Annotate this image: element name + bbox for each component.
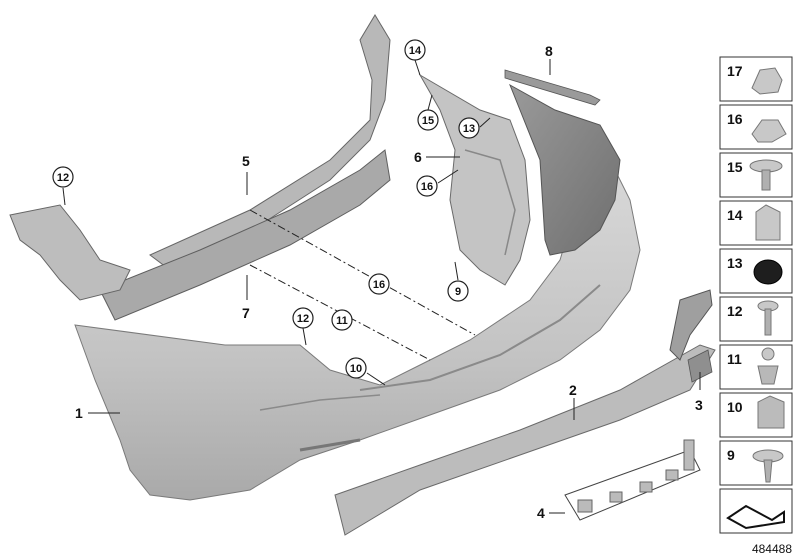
- svg-text:10: 10: [350, 363, 362, 375]
- bumper-cover-part: [74, 159, 641, 501]
- svg-text:13: 13: [463, 123, 475, 135]
- callout-9: 9: [447, 280, 469, 302]
- callout-12-center: 12: [292, 307, 314, 329]
- legend-item-14: 14: [719, 200, 793, 246]
- svg-text:15: 15: [422, 115, 434, 127]
- callout-8: 8: [545, 43, 553, 59]
- left-corner-bracket: [9, 204, 131, 301]
- callout-6: 6: [414, 149, 422, 165]
- svg-text:14: 14: [409, 45, 422, 57]
- rubber-buffer-icon: [753, 259, 783, 285]
- svg-text:14: 14: [727, 207, 743, 223]
- spring-nut-icon: [757, 395, 785, 429]
- svg-text:13: 13: [727, 255, 743, 271]
- callout-12-left: 12: [52, 166, 74, 188]
- side-trim-part: [669, 289, 713, 383]
- callout-3: 3: [695, 397, 703, 413]
- legend-item-assembly: [719, 488, 793, 534]
- svg-text:12: 12: [727, 303, 743, 319]
- assembly-arrow-icon: [726, 504, 785, 530]
- legend-item-9: 9: [719, 440, 793, 486]
- lower-carrier-part: [99, 149, 391, 321]
- callout-16-bracket: 16: [416, 175, 438, 197]
- callout-16-line: 16: [368, 273, 390, 295]
- legend-item-11: 11: [719, 344, 793, 390]
- callout-15: 15: [417, 109, 439, 131]
- inner-trim-panel: [504, 69, 621, 256]
- callout-4: 4: [537, 505, 545, 521]
- legend-item-17: 17: [719, 56, 793, 102]
- small-brackets-group: [564, 439, 701, 521]
- legend-item-16: 16: [719, 104, 793, 150]
- svg-text:9: 9: [455, 286, 461, 298]
- callout-1: 1: [75, 405, 83, 421]
- fastener-legend: 17 16 15 14 13 12: [719, 56, 793, 534]
- clip-icon: [751, 67, 783, 95]
- callout-2: 2: [569, 382, 577, 398]
- callout-13: 13: [458, 117, 480, 139]
- legend-item-13: 13: [719, 248, 793, 294]
- legend-item-15: 15: [719, 152, 793, 198]
- svg-text:12: 12: [57, 172, 69, 184]
- svg-text:12: 12: [297, 313, 309, 325]
- side-bracket-part: [418, 73, 531, 286]
- svg-text:15: 15: [727, 159, 743, 175]
- callout-5: 5: [242, 153, 250, 169]
- callout-10: 10: [345, 357, 367, 379]
- svg-text:11: 11: [336, 315, 348, 327]
- svg-text:9: 9: [727, 447, 735, 463]
- svg-text:16: 16: [373, 279, 385, 291]
- legend-item-10: 10: [719, 392, 793, 438]
- svg-text:16: 16: [727, 111, 743, 127]
- callout-7: 7: [242, 305, 250, 321]
- clip-nut-icon: [755, 204, 781, 241]
- svg-text:10: 10: [727, 399, 743, 415]
- expanding-rivet-icon: [761, 347, 775, 361]
- callout-11: 11: [331, 309, 353, 331]
- svg-text:17: 17: [727, 63, 743, 79]
- legend-item-12: 12: [719, 296, 793, 342]
- nut-icon: [751, 119, 787, 143]
- callout-labels: 1 2 3 4 5 6 7 8: [75, 43, 703, 521]
- upper-carrier-part: [149, 14, 391, 271]
- svg-text:11: 11: [727, 351, 742, 367]
- svg-text:16: 16: [421, 181, 433, 193]
- document-id: 484488: [751, 542, 792, 556]
- circled-callouts: 9 10 11 12 12 13 14 15: [52, 39, 480, 379]
- callout-14: 14: [404, 39, 426, 61]
